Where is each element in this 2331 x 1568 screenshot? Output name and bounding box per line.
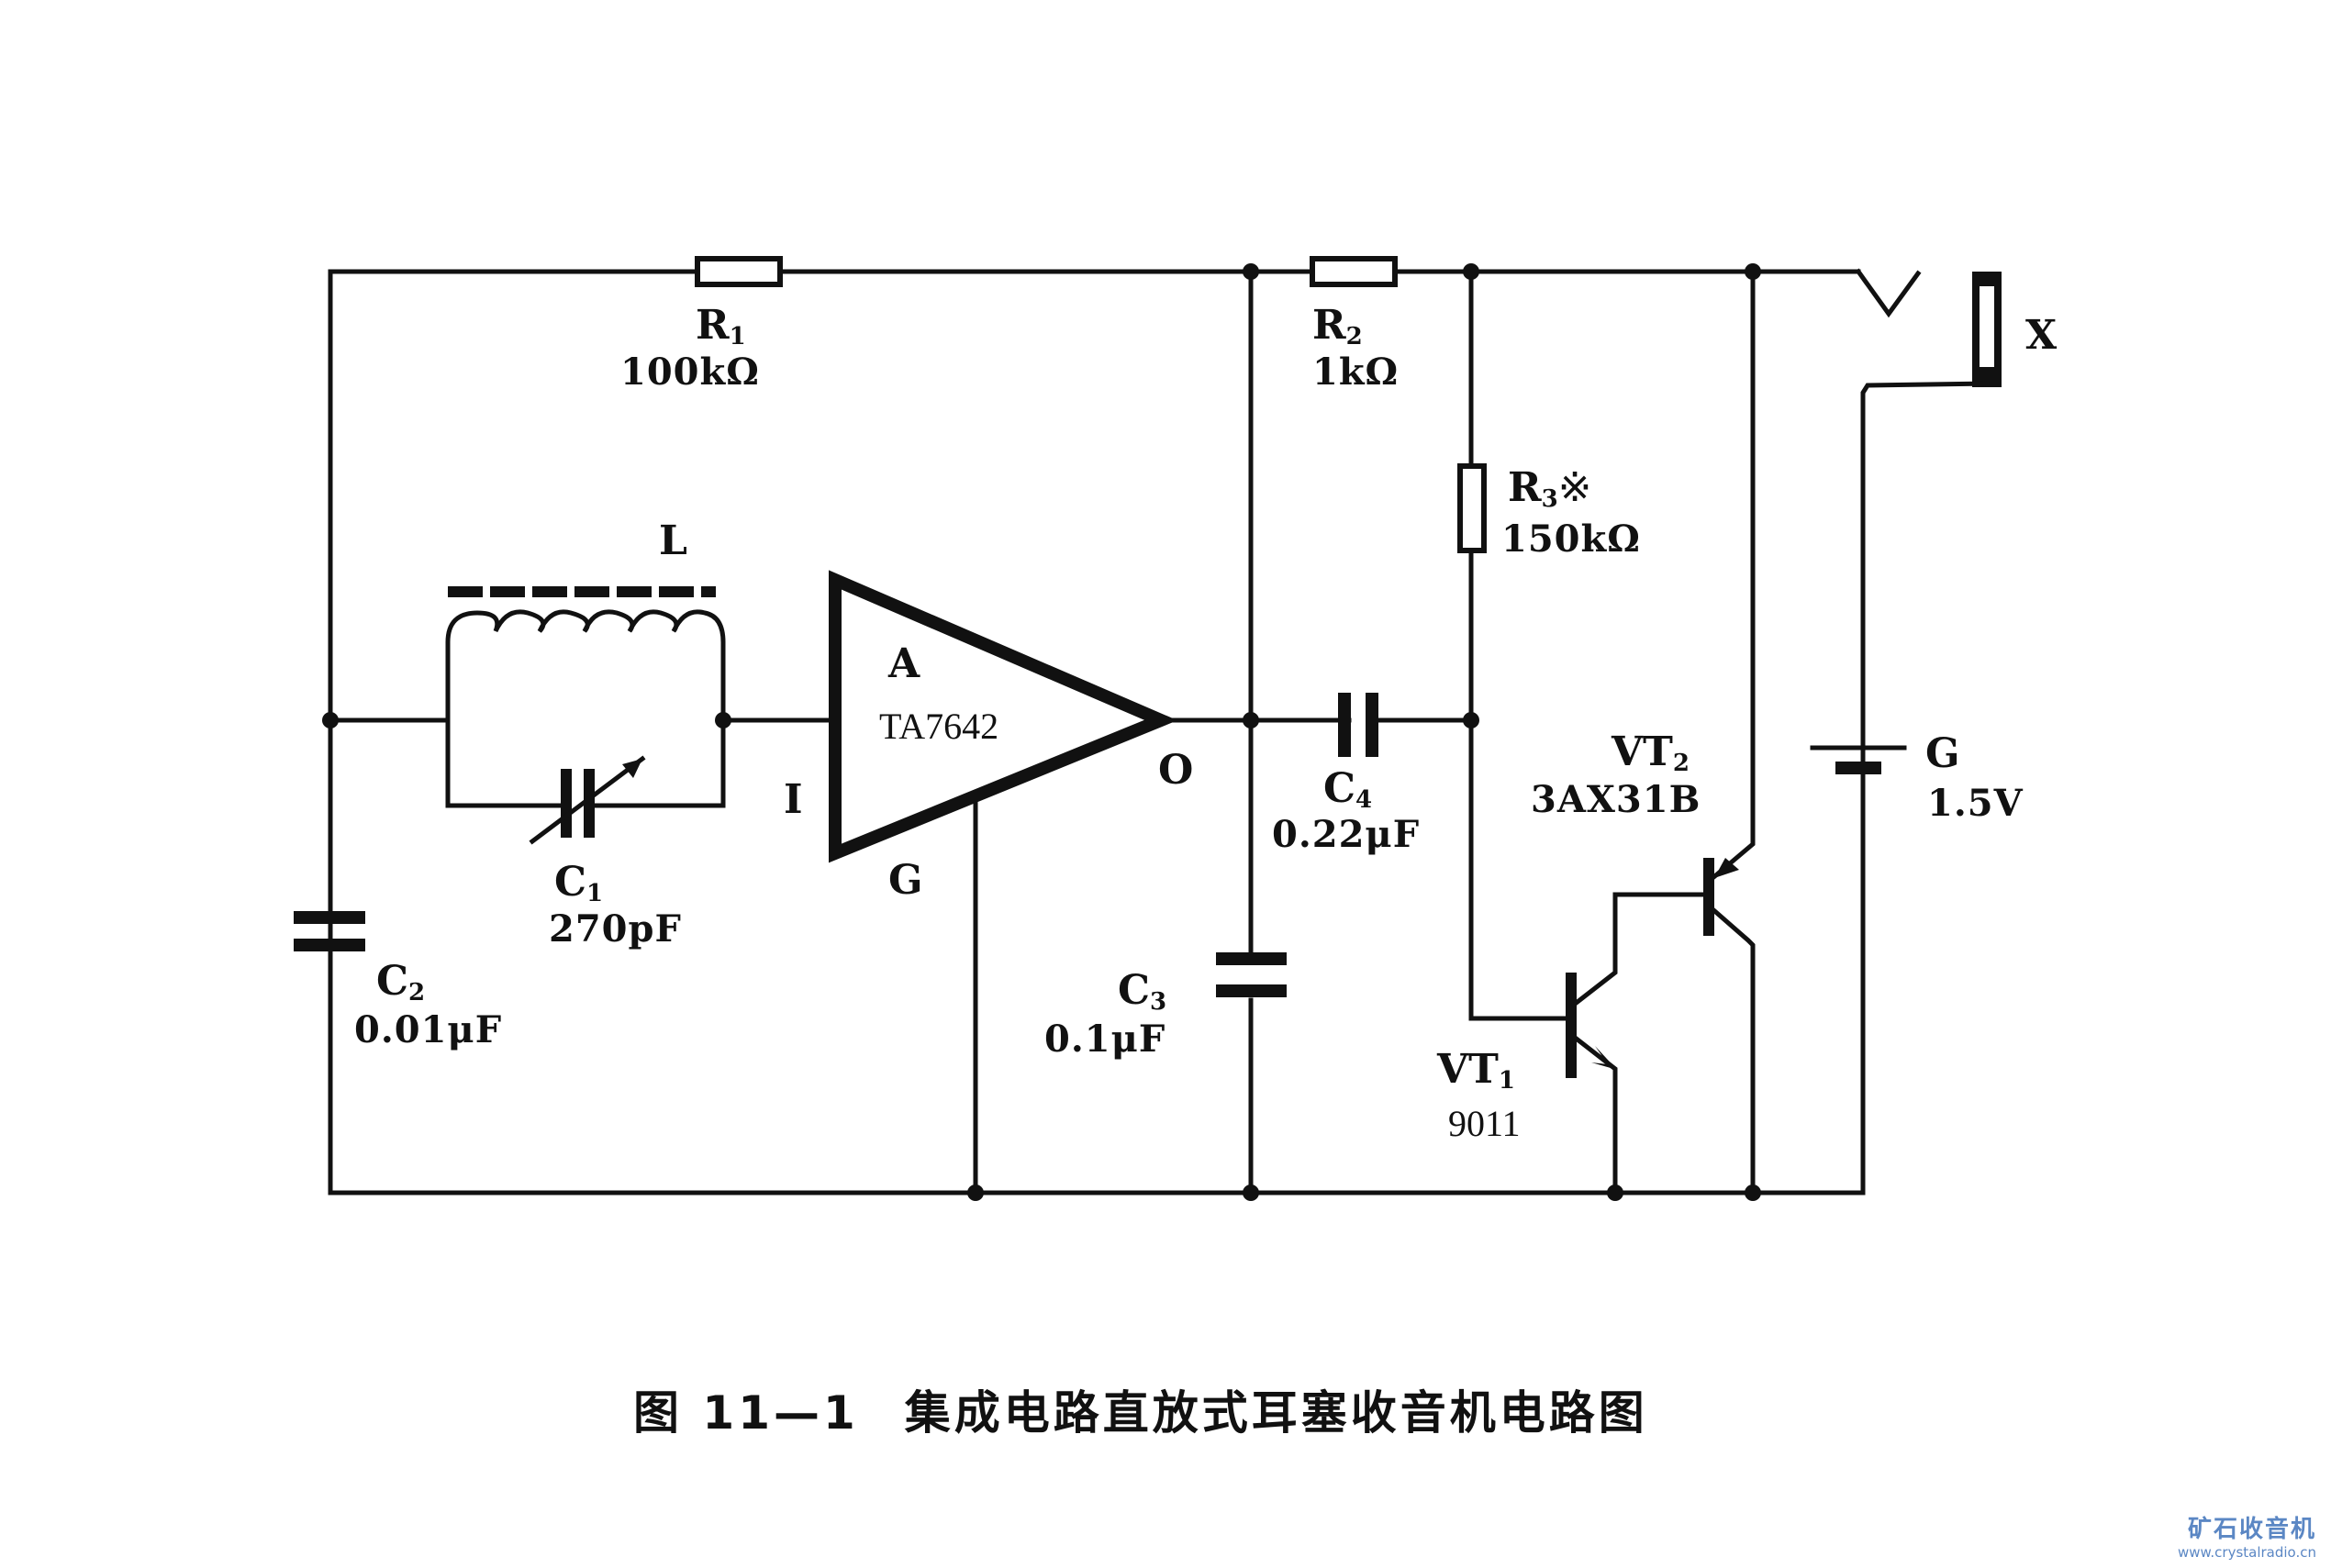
- figure-caption: 图 11—1 集成电路直放式耳塞收音机电路图: [633, 1376, 1648, 1442]
- c2-value: 0.01μF: [354, 1008, 503, 1051]
- vt1-ref: VT: [1437, 1046, 1499, 1093]
- caption-title: 集成电路直放式耳塞收音机电路图: [904, 1386, 1648, 1440]
- ic-pin-gnd-label: G: [888, 857, 923, 904]
- c3-label: C3: [1118, 971, 1167, 1016]
- r1-label: R1: [696, 306, 746, 350]
- vt2-label: VT2: [1612, 732, 1690, 777]
- vt2-ref: VT: [1612, 728, 1673, 775]
- c3-sub: 3: [1150, 988, 1167, 1016]
- variable-capacitor-c1: [445, 717, 726, 845]
- r3-sub: 3: [1541, 485, 1558, 513]
- r3-label: R3※: [1508, 468, 1592, 513]
- c1-value: 270pF: [549, 907, 682, 951]
- r1-value: 100kΩ: [620, 350, 760, 394]
- inductor-l: [445, 586, 726, 723]
- c2-sub: 2: [408, 979, 426, 1006]
- vt2-part: 3AX31B: [1531, 778, 1701, 821]
- battery-label: G: [1925, 730, 1960, 777]
- r1-ref: R: [696, 302, 730, 349]
- watermark-url: www.crystalradio.cn: [2177, 1544, 2316, 1561]
- c4-sub: 4: [1355, 786, 1373, 814]
- ic-part-label: TA7642: [879, 706, 999, 747]
- c1-ref: C: [554, 859, 587, 906]
- junction-dots: [322, 263, 1761, 1201]
- watermark: 矿石收音机 www.crystalradio.cn: [2178, 1510, 2316, 1561]
- capacitor-c2: [294, 911, 365, 951]
- r2-label: R2: [1312, 306, 1363, 350]
- transistor-vt2: [1703, 269, 1756, 1195]
- c4-value: 0.22μF: [1272, 813, 1421, 856]
- ic-pin-in-label: I: [784, 776, 803, 823]
- c4-ref: C: [1323, 765, 1356, 812]
- r3-mark: ※: [1557, 464, 1592, 511]
- capacitor-c4: [1338, 693, 1474, 757]
- r2-value: 1kΩ: [1312, 350, 1400, 394]
- c2-label: C2: [376, 962, 426, 1006]
- amplifier-ic-ta7642: [829, 570, 1178, 1195]
- resistor-r1: [695, 256, 783, 287]
- r1-sub: 1: [729, 323, 746, 350]
- x-label: X: [2025, 312, 2058, 359]
- vt1-sub: 1: [1498, 1067, 1515, 1095]
- vt2-sub: 2: [1672, 750, 1690, 777]
- c1-label: C1: [554, 862, 603, 906]
- resistor-r2: [1310, 256, 1398, 287]
- earphone-jack: [1855, 268, 2002, 1195]
- transistor-vt1: [1566, 892, 1705, 1195]
- c3-value: 0.1μF: [1044, 1018, 1166, 1061]
- ic-ref-label: A: [888, 640, 920, 687]
- r3-value: 150kΩ: [1501, 517, 1641, 561]
- c2-ref: C: [376, 958, 409, 1005]
- capacitor-c3: [1216, 952, 1287, 997]
- c1-sub: 1: [586, 880, 604, 907]
- watermark-site-name: 矿石收音机: [2187, 1516, 2316, 1543]
- c3-ref: C: [1118, 967, 1151, 1014]
- c4-label: C4: [1323, 769, 1373, 814]
- r2-sub: 2: [1345, 323, 1363, 350]
- resistor-r3: [1457, 269, 1572, 1021]
- r3-ref: R: [1508, 464, 1542, 511]
- vt1-label: VT1: [1437, 1050, 1515, 1095]
- r2-ref: R: [1312, 302, 1346, 349]
- battery-g: [1810, 745, 1907, 774]
- ic-pin-out-label: O: [1158, 747, 1194, 794]
- vt1-part: 9011: [1448, 1103, 1521, 1144]
- battery-value: 1.5V: [1927, 782, 2024, 825]
- caption-number: 图 11—1: [633, 1386, 859, 1440]
- l-label: L: [659, 517, 687, 564]
